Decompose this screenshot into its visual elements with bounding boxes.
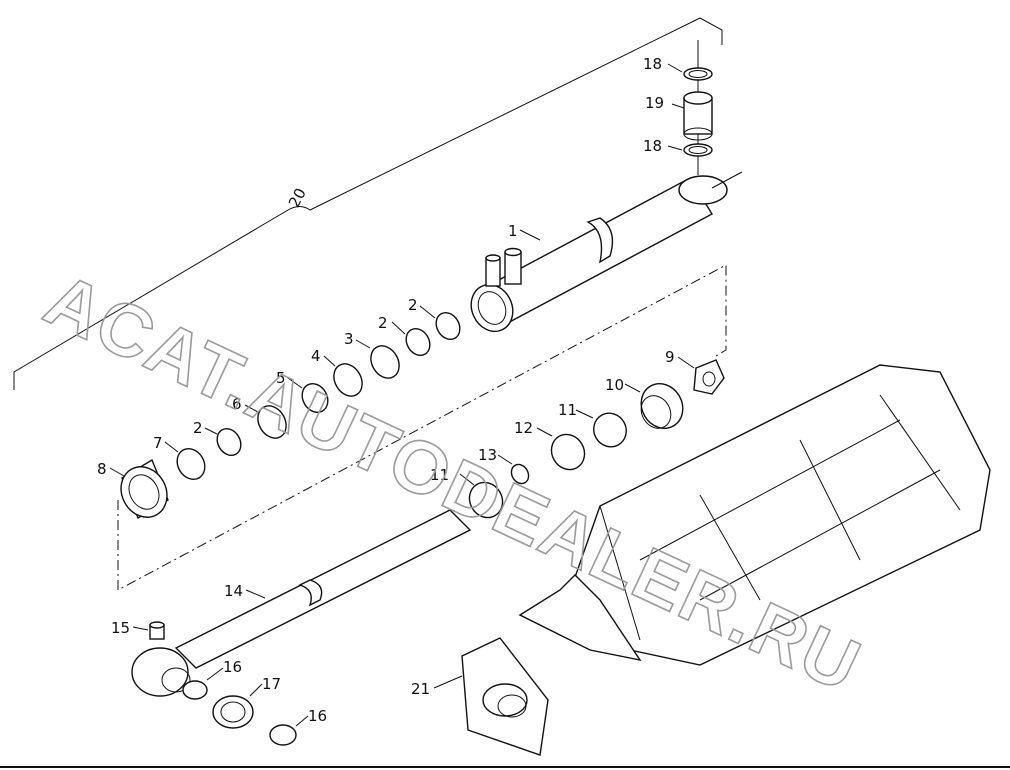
callout-7: 7 (153, 434, 163, 452)
callout-8: 8 (97, 460, 107, 478)
callout-21: 21 (411, 680, 430, 698)
callout-10: 10 (605, 376, 624, 394)
callout-5: 5 (276, 369, 286, 387)
callout-20: 20 (285, 185, 310, 210)
cylinder-head-8 (120, 458, 169, 520)
piston-assembly (640, 359, 725, 429)
callout-2-b: 2 (378, 314, 388, 332)
callout-11-b: 11 (430, 466, 449, 484)
assembly-20-bracket (13, 17, 723, 390)
callout-19: 19 (645, 94, 664, 112)
callout-3: 3 (344, 330, 354, 348)
callout-1: 1 (508, 222, 518, 240)
callout-12: 12 (514, 419, 533, 437)
callout-2-a: 2 (408, 296, 418, 314)
callout-14: 14 (224, 582, 243, 600)
callout-17: 17 (262, 675, 281, 693)
callout-16-a: 16 (223, 658, 242, 676)
cylinder-barrel (470, 171, 743, 333)
callout-2-c: 2 (193, 419, 203, 437)
callout-9: 9 (665, 348, 675, 366)
callout-18-b: 18 (643, 137, 662, 155)
leader-lines (109, 63, 695, 727)
rod-end-bushings (182, 680, 297, 746)
callout-4: 4 (311, 347, 321, 365)
callout-13: 13 (478, 446, 497, 464)
callout-6: 6 (232, 395, 242, 413)
callout-11-a: 11 (558, 401, 577, 419)
pin-bushing-set (683, 40, 713, 175)
seal-kit-frame (117, 264, 727, 591)
piston-rod (131, 509, 472, 697)
callout-16-b: 16 (308, 707, 327, 725)
seal-rings-upper (176, 311, 461, 481)
seal-rings-lower (468, 412, 627, 519)
callout-15: 15 (111, 619, 130, 637)
mounting-plate-21 (461, 637, 549, 756)
callout-18-a: 18 (643, 55, 662, 73)
loader-bucket (518, 364, 991, 666)
